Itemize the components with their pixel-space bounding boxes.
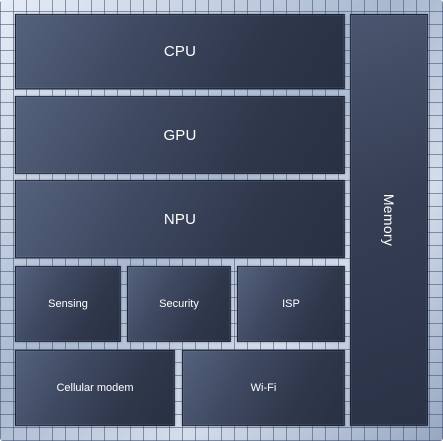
security-label: Security [159, 298, 199, 310]
sensing-label: Sensing [48, 298, 88, 310]
cpu-block: CPU [15, 14, 345, 89]
cpu-label: CPU [163, 43, 197, 60]
wifi-label: Wi-Fi [250, 382, 277, 394]
sensing-block: Sensing [15, 266, 121, 342]
npu-block: NPU [15, 180, 345, 258]
npu-label: NPU [163, 210, 197, 228]
gpu-label: GPU [163, 126, 197, 144]
cellular-modem-label: Cellular modem [56, 382, 134, 394]
gpu-block: GPU [15, 96, 345, 174]
isp-label: ISP [282, 298, 300, 310]
memory-label: Memory [380, 193, 397, 247]
cellular-modem-block: Cellular modem [15, 350, 175, 426]
wifi-block: Wi-Fi [182, 350, 345, 426]
memory-block: Memory [350, 14, 428, 426]
isp-block: ISP [237, 266, 345, 342]
security-block: Security [127, 266, 231, 342]
